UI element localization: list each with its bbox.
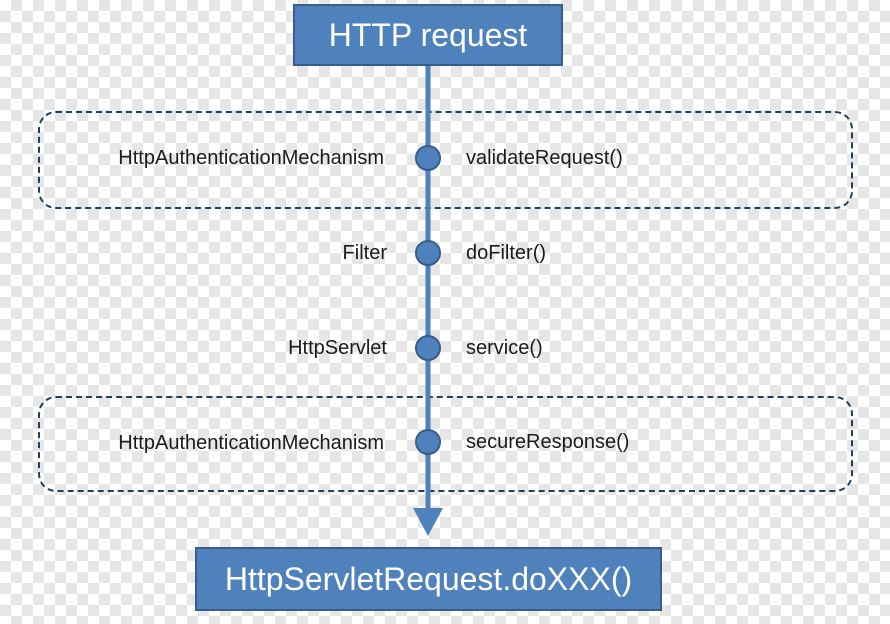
- flow-arrowhead: [413, 508, 443, 536]
- step-2-component: Filter: [342, 242, 387, 264]
- auth-group-top: [38, 111, 853, 209]
- step-4-component: HttpAuthenticationMechanism: [118, 432, 384, 454]
- step-4-method: secureResponse(): [466, 431, 630, 453]
- http-request-box: HTTP request: [293, 4, 563, 66]
- step-3-component: HttpServlet: [288, 337, 387, 359]
- servlet-request-box: HttpServletRequest.doXXX(): [195, 547, 662, 611]
- step-node-3: [415, 335, 441, 361]
- step-1-component: HttpAuthenticationMechanism: [118, 147, 384, 169]
- servlet-request-label: HttpServletRequest.doXXX(): [224, 560, 633, 597]
- step-3-method: service(): [466, 337, 543, 359]
- step-node-2: [415, 240, 441, 266]
- auth-group-bottom: [38, 396, 853, 492]
- step-1-method: validateRequest(): [466, 147, 623, 169]
- step-node-4: [415, 429, 441, 455]
- http-request-label: HTTP request: [328, 16, 528, 53]
- step-node-1: [415, 145, 441, 171]
- step-2-method: doFilter(): [466, 242, 547, 264]
